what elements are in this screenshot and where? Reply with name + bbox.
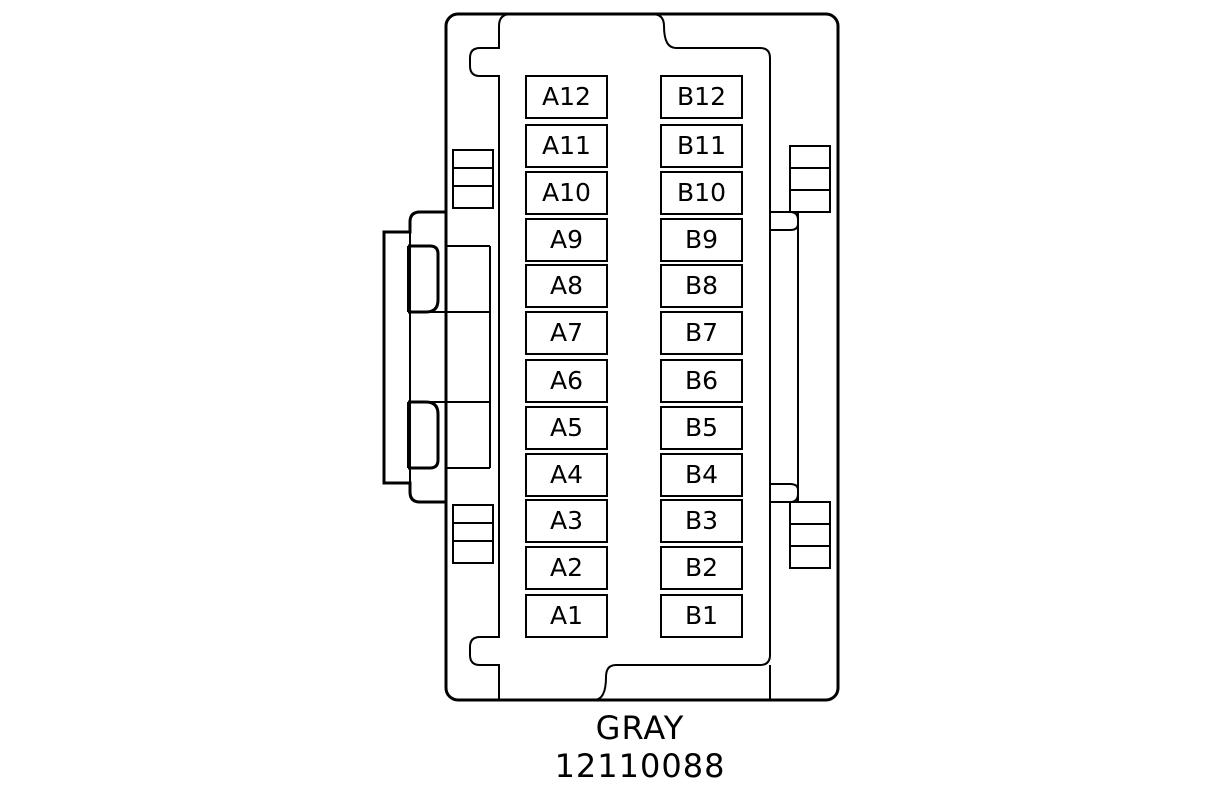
right-side-rail [770, 211, 799, 503]
pin-cell-a6: A6 [525, 359, 608, 403]
pin-cell-a8: A8 [525, 264, 608, 308]
pin-label: B7 [685, 318, 718, 347]
pin-box [660, 124, 743, 168]
pin-cell-b12: B12 [660, 75, 743, 119]
pin-cell-a5: A5 [525, 406, 608, 450]
pin-box [525, 124, 608, 168]
pin-cell-b1: B1 [660, 594, 743, 638]
pin-box [660, 311, 743, 355]
pin-box [525, 75, 608, 119]
pin-label: A8 [550, 271, 583, 300]
pin-label: A9 [550, 225, 583, 254]
pin-cell-a2: A2 [525, 546, 608, 590]
pin-label: B2 [685, 553, 718, 582]
pin-box [525, 218, 608, 262]
pin-label: B11 [677, 131, 726, 160]
pin-cell-b4: B4 [660, 453, 743, 497]
pin-box [525, 406, 608, 450]
pin-label: B12 [677, 82, 726, 111]
pin-cell-a4: A4 [525, 453, 608, 497]
pin-box [525, 499, 608, 543]
pin-box [660, 171, 743, 215]
pin-cell-a12: A12 [525, 75, 608, 119]
pin-box [525, 546, 608, 590]
pin-cell-b10: B10 [660, 171, 743, 215]
pin-cell-b7: B7 [660, 311, 743, 355]
pin-box [660, 546, 743, 590]
pin-cell-a7: A7 [525, 311, 608, 355]
left-rib-bottom [452, 504, 494, 564]
pin-label: B9 [685, 225, 718, 254]
pin-label: B6 [685, 366, 718, 395]
pin-label: A1 [550, 601, 583, 630]
pin-box [525, 264, 608, 308]
pin-label: B8 [685, 271, 718, 300]
pin-label: B10 [677, 178, 726, 207]
pin-label: A5 [550, 413, 583, 442]
pin-cell-b3: B3 [660, 499, 743, 543]
pin-box [525, 311, 608, 355]
pin-label: A10 [542, 178, 591, 207]
pin-box [525, 171, 608, 215]
connector-part-number: 12110088 [554, 747, 726, 785]
pin-box [660, 594, 743, 638]
pin-box [525, 359, 608, 403]
right-rib-bottom [789, 501, 831, 569]
pin-box [660, 218, 743, 262]
pin-box [660, 75, 743, 119]
pin-label: A4 [550, 460, 583, 489]
pin-label: A7 [550, 318, 583, 347]
left-locking-latch [382, 210, 491, 504]
right-rib-top [789, 145, 831, 213]
pin-cell-a9: A9 [525, 218, 608, 262]
pin-box [660, 499, 743, 543]
pin-label: A6 [550, 366, 583, 395]
pin-label: A12 [542, 82, 591, 111]
pin-box [660, 264, 743, 308]
pin-label: B3 [685, 506, 718, 535]
pin-label: B4 [685, 460, 718, 489]
pin-label: B5 [685, 413, 718, 442]
pin-label: A3 [550, 506, 583, 535]
pin-label: A2 [550, 553, 583, 582]
pin-cell-b5: B5 [660, 406, 743, 450]
pin-cell-a1: A1 [525, 594, 608, 638]
connector-color-label: GRAY [595, 709, 685, 747]
pin-cell-b8: B8 [660, 264, 743, 308]
pin-cell-b2: B2 [660, 546, 743, 590]
pin-box [525, 453, 608, 497]
pin-box [525, 594, 608, 638]
pin-cell-a3: A3 [525, 499, 608, 543]
pin-cell-a10: A10 [525, 171, 608, 215]
left-rib-top [452, 149, 494, 209]
pin-box [660, 359, 743, 403]
pin-cell-b11: B11 [660, 124, 743, 168]
pin-box [660, 453, 743, 497]
pin-label: A11 [542, 131, 591, 160]
pin-cell-b6: B6 [660, 359, 743, 403]
pin-cell-b9: B9 [660, 218, 743, 262]
pin-label: B1 [685, 601, 718, 630]
pin-box [660, 406, 743, 450]
connector-housing [444, 12, 840, 702]
pin-cell-a11: A11 [525, 124, 608, 168]
connector-inner-cavity [469, 13, 771, 701]
